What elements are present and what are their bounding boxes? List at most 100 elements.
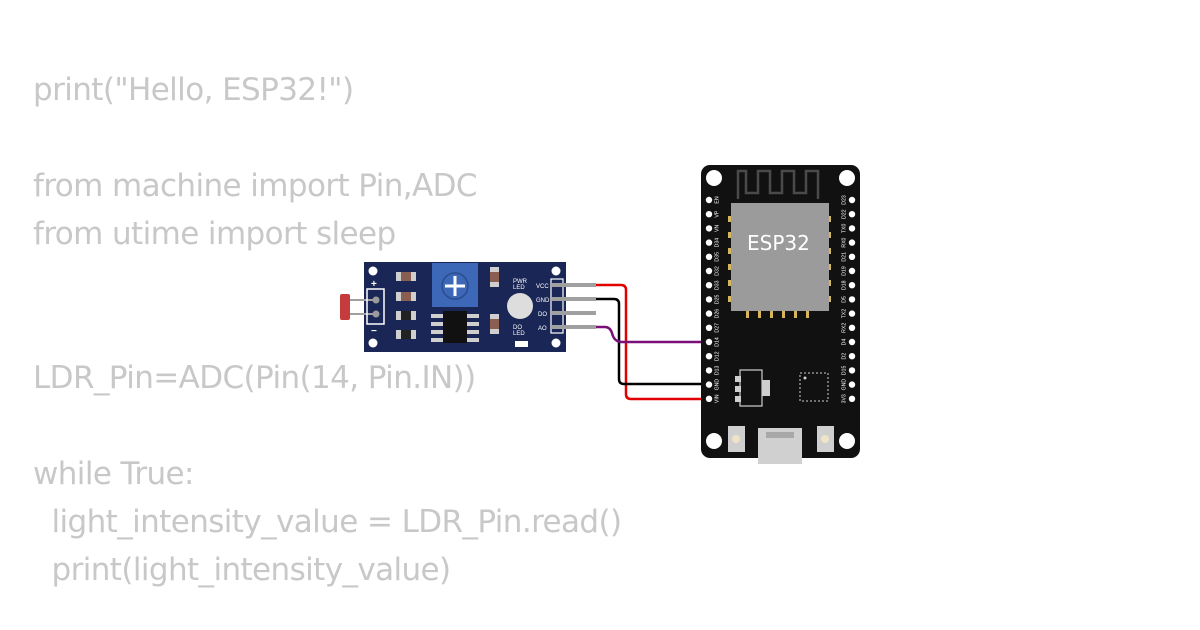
pin-label-do: DO bbox=[538, 312, 547, 318]
esp32-pin-label: D27 bbox=[714, 323, 720, 333]
pwr-led-label-2: LED bbox=[513, 285, 525, 291]
esp32-pin-label: D19 bbox=[841, 266, 847, 276]
esp32-pin-d15[interactable] bbox=[848, 367, 856, 374]
do-led-label-2: LED bbox=[513, 331, 525, 337]
esp32-pin-d21[interactable] bbox=[848, 253, 856, 260]
mounting-hole bbox=[706, 433, 722, 449]
esp32-pin-label: TX2 bbox=[841, 309, 847, 319]
esp32-pin-label: 3V3 bbox=[841, 394, 847, 403]
esp32-pin-label: TX0 bbox=[841, 224, 847, 234]
pin-label-ao: AO bbox=[538, 326, 547, 332]
code-line: print(light_intensity_value) bbox=[33, 552, 452, 588]
ldr-socket bbox=[366, 288, 385, 325]
mounting-hole bbox=[839, 170, 855, 186]
esp32-pin-label: D12 bbox=[714, 351, 720, 361]
esp32-pin-d32[interactable] bbox=[705, 267, 713, 275]
pwr-led-label: PWR bbox=[513, 279, 528, 285]
do-led-lens bbox=[507, 293, 533, 319]
mounting-hole bbox=[368, 338, 378, 348]
wires bbox=[596, 283, 708, 401]
code-line: from utime import sleep bbox=[33, 216, 396, 252]
esp32-pin-label: D14 bbox=[714, 337, 720, 347]
ao-wire bbox=[596, 325, 708, 344]
esp32-pin-d18[interactable] bbox=[848, 282, 856, 289]
esp32-pin-rx2[interactable] bbox=[848, 324, 856, 331]
en-button-cap[interactable] bbox=[732, 435, 740, 443]
esp32-pin-rx0[interactable] bbox=[848, 239, 856, 246]
esp32-pin-label: D21 bbox=[841, 252, 847, 262]
pin-header bbox=[550, 278, 564, 334]
esp32-pin-d13[interactable] bbox=[705, 367, 713, 374]
minus-label: − bbox=[371, 326, 377, 337]
esp32-pin-label: D26 bbox=[714, 309, 720, 319]
mounting-hole bbox=[839, 433, 855, 449]
smd-resistors bbox=[396, 267, 499, 339]
esp32-pin-d23[interactable] bbox=[848, 196, 856, 204]
esp32-pin-gnd[interactable] bbox=[848, 381, 856, 388]
esp32-pin-label: D15 bbox=[841, 366, 847, 376]
esp32-pin-tx0[interactable] bbox=[848, 225, 856, 232]
esp32-pin-label: RX0 bbox=[841, 237, 847, 247]
esp32-pin-tx2[interactable] bbox=[848, 310, 856, 317]
esp32-pin-vn[interactable] bbox=[705, 225, 713, 232]
mounting-hole bbox=[706, 170, 722, 186]
esp32-pin-label: D13 bbox=[714, 366, 720, 376]
chip-label: ESP32 bbox=[747, 231, 810, 255]
photoresistor[interactable] bbox=[340, 294, 350, 320]
esp32-pin-label: D2 bbox=[841, 353, 847, 360]
esp32-pin-d2[interactable] bbox=[848, 353, 856, 360]
esp32-chip bbox=[731, 203, 829, 311]
esp32-pin-label: D5 bbox=[841, 296, 847, 303]
esp32-pin-label: D34 bbox=[714, 238, 720, 248]
esp32-board[interactable]: ESP32 ENVPVND34D35D32D33D25D26D27D14D12D… bbox=[701, 165, 860, 464]
esp32-pin-d33[interactable] bbox=[705, 282, 713, 289]
usb-uart-chip bbox=[799, 372, 829, 402]
ldr-pad bbox=[372, 310, 380, 318]
esp32-pin-label: D35 bbox=[714, 252, 720, 262]
header-pins[interactable] bbox=[552, 283, 596, 329]
mounting-hole bbox=[551, 266, 561, 276]
do-led-label: DO bbox=[513, 325, 522, 331]
esp32-pin-d4[interactable] bbox=[848, 338, 856, 346]
esp32-pin-d27[interactable] bbox=[705, 324, 713, 331]
esp32-pin-label: GND bbox=[714, 379, 720, 391]
esp32-pin-d5[interactable] bbox=[848, 296, 856, 303]
ldr-pad bbox=[372, 296, 380, 304]
esp32-pin-label: D32 bbox=[714, 266, 720, 276]
esp32-pin-d26[interactable] bbox=[705, 310, 713, 317]
voltage-regulator bbox=[735, 369, 770, 407]
ldr-sensor-module[interactable]: + − PWR LED DO LED bbox=[340, 262, 596, 352]
esp32-pin-label: RX2 bbox=[841, 323, 847, 333]
esp32-pin-d25[interactable] bbox=[705, 296, 713, 303]
esp32-pin-label: VP bbox=[714, 210, 720, 217]
usb-port-opening bbox=[766, 432, 794, 438]
esp32-pin-d35[interactable] bbox=[705, 253, 713, 260]
esp32-pin-vp[interactable] bbox=[705, 211, 713, 218]
esp32-pin-label: D18 bbox=[841, 280, 847, 290]
code-line: from machine import Pin,ADC bbox=[33, 168, 478, 204]
code-line: print("Hello, ESP32!") bbox=[33, 72, 354, 108]
esp32-pin-label: VIN bbox=[714, 394, 720, 403]
boot-button-cap[interactable] bbox=[821, 435, 829, 443]
comparator-ic bbox=[431, 311, 479, 343]
code-line: while True: bbox=[33, 456, 194, 492]
esp32-pin-3v3[interactable] bbox=[848, 395, 856, 402]
pin-label-vcc: VCC bbox=[536, 284, 549, 290]
esp32-pin-en[interactable] bbox=[705, 196, 713, 204]
esp32-pin-gnd[interactable] bbox=[705, 381, 713, 388]
esp32-pin-label: D25 bbox=[714, 295, 720, 305]
esp32-pin-d12[interactable] bbox=[705, 353, 713, 360]
plus-label: + bbox=[371, 279, 377, 290]
esp32-pin-label: GND bbox=[841, 379, 847, 391]
esp32-pin-label: D4 bbox=[841, 339, 847, 346]
esp32-pin-vin[interactable] bbox=[705, 395, 713, 402]
esp32-pin-d34[interactable] bbox=[705, 239, 713, 246]
esp32-pin-label: D33 bbox=[714, 280, 720, 290]
esp32-pin-d22[interactable] bbox=[848, 211, 856, 218]
esp32-pin-headers[interactable]: ENVPVND34D35D32D33D25D26D27D14D12D13GNDV… bbox=[705, 195, 856, 403]
esp32-pin-d19[interactable] bbox=[848, 267, 856, 275]
esp32-pin-label: D22 bbox=[841, 209, 847, 219]
esp32-pin-d14[interactable] bbox=[705, 338, 713, 346]
mounting-hole bbox=[368, 266, 378, 276]
